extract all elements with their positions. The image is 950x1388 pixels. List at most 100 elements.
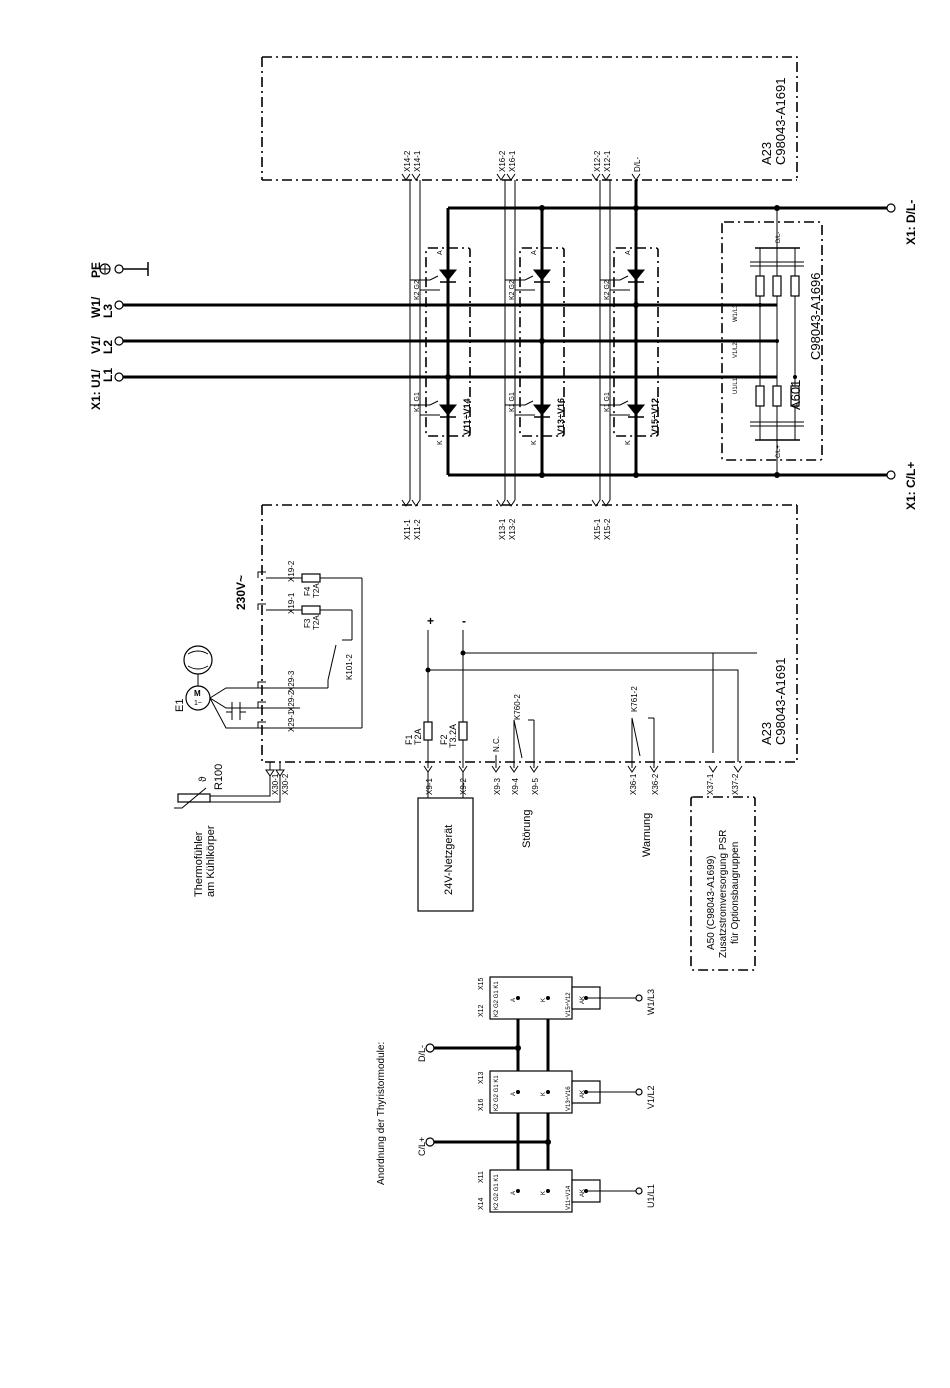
psr-caption-2: Zusatzstromversorgung PSR	[718, 830, 729, 958]
top-connectors: X14-2 X14-1 X16-2 X16-1 X12-2 X12-1 D/L-	[401, 150, 642, 181]
snubber-label-top: D/L-	[776, 232, 782, 243]
fault-nc: N.C.	[492, 736, 501, 752]
fan-motor: M	[194, 689, 201, 698]
thermo-caption: Thermofühler	[193, 831, 205, 897]
connector-label: X15-2	[603, 518, 612, 540]
arr-out: V1/L2	[646, 1085, 656, 1109]
cathode-label: K	[531, 440, 538, 445]
arr-pins: K2 G2 G1 K1	[494, 981, 500, 1017]
psr-option: X37-1 X37-2 A50 (C98043-A1699) Zusatzstr…	[690, 765, 756, 971]
dc-plus: +	[427, 614, 434, 628]
warning-relay: K761-2 X36-1 X36-2 Warnung	[627, 686, 660, 857]
warning-label: Warnung	[641, 813, 653, 857]
bottom-board-part: C98043-A1691	[773, 658, 788, 745]
terminal-labels: X1: D/L- X1: C/L+ PE W1/L3 V1/L2 X1: U1/…	[89, 200, 918, 510]
psr-caption-1: A50 (C98043-A1699)	[706, 855, 717, 950]
arr-out: W1/L3	[646, 989, 656, 1015]
fault-relay: N.C. K760-2 X9-3 X9-4 X9-5 Störung	[491, 694, 540, 848]
dc-minus: -	[462, 614, 466, 628]
module-label: V11÷V14	[462, 399, 472, 435]
conn-x37-1: X37-1	[706, 773, 715, 795]
cathode-label: K	[437, 440, 444, 445]
fuse-f2: F2	[439, 734, 449, 745]
connector-label: X12-2	[593, 150, 602, 172]
arr-conn-b: X11	[478, 1171, 485, 1183]
conn-x37-2: X37-2	[731, 773, 740, 795]
supply-230v: 230V~ X19-2 X19-1 F4 T2A F3 T2A K101-2	[234, 560, 363, 729]
arr-pin-a: A	[511, 1092, 517, 1096]
conn-x36-2: X36-2	[651, 773, 660, 795]
thermo-caption-2: am Kühlkörper	[205, 825, 217, 897]
thyristor-v11-v14: V11÷V14 K2 G2 K1 G1 A K	[409, 180, 472, 500]
arr-conn-a: X16	[478, 1098, 485, 1111]
arr-pin-ak: AK	[580, 996, 586, 1004]
thermo-theta: ϑ	[198, 776, 209, 782]
anode-label: A	[625, 250, 632, 255]
conn-x9-5: X9-5	[531, 778, 540, 795]
connector-label: X14-2	[403, 150, 412, 172]
supply-label: 230V~	[234, 575, 248, 610]
arr-cl: C/L+	[417, 1137, 427, 1156]
bottom-board: A23 C98043-A1691 X11-1 X11-2 X13-1 X13-2…	[261, 499, 798, 763]
gate-label: K2 G2	[604, 280, 611, 300]
fuse-f1-rating: T2A	[413, 728, 423, 745]
connector-label: X16-2	[498, 150, 507, 172]
fuse-f4-rating: T2A	[312, 583, 321, 598]
connector-label: X11-2	[413, 519, 422, 540]
snubber-board: D/L- W1/L3 V1/L2 U1/L1 C/L+ A601 C98043-…	[721, 208, 823, 475]
thyristor-v13-v16: V13÷V16 K2 G2 K1 G1 A K	[504, 180, 566, 500]
thermo-ref: R100	[213, 764, 225, 790]
gate-label: K1 G1	[604, 392, 611, 412]
gate-label: K1 G1	[509, 392, 516, 412]
thyristor-v15-v12: V15÷V12 K2 G2 K1 G1 A K	[599, 180, 660, 500]
arr-module-name: V15÷V12	[566, 992, 572, 1017]
connector-label: X13-1	[498, 518, 507, 540]
arr-conn-a: X12	[478, 1004, 485, 1017]
conn-x30-2: X30-2	[281, 773, 290, 795]
snubber-board-ref: A601	[788, 380, 803, 410]
arr-out: U1/L1	[646, 1184, 656, 1208]
arr-module-name: V13÷V16	[566, 1086, 572, 1111]
arr-pin-k: K	[541, 1191, 547, 1195]
snubber-label-u: U1/L1	[733, 377, 739, 394]
arr-pin-ak: AK	[580, 1090, 586, 1098]
arr-conn-a: X14	[478, 1197, 485, 1210]
thyristor-modules: V11÷V14 K2 G2 K1 G1 A K V13÷V16 K2 G2 K1…	[409, 180, 660, 500]
module-label: V13÷V16	[556, 398, 566, 435]
conn-x29-2: X29-2	[287, 690, 296, 712]
pe-terminal	[99, 262, 149, 276]
snubber-label-w: W1/L3	[733, 304, 739, 322]
terminal-u1-sub: L1	[101, 368, 115, 382]
arr-module-v15-v12: X12 X15 K2 G2 G1 K1 A K V15÷V12 AK W1/L3	[478, 976, 656, 1020]
arr-pin-a: A	[511, 1191, 517, 1195]
gate-label: K1 G1	[414, 392, 421, 412]
top-board-ref: A23	[759, 142, 774, 165]
cathode-label: K	[625, 440, 632, 445]
conn-x9-1: X9-1	[425, 778, 434, 795]
top-board: A23 C98043-A1691	[261, 56, 798, 181]
connector-label: D/L-	[633, 157, 642, 172]
arr-module-v11-v14: X14 X11 K2 G2 G1 K1 A K V11÷V14 AK U1/L1	[478, 1169, 656, 1213]
arr-module-name: V11÷V14	[566, 1185, 572, 1210]
terminal-w1-sub: L3	[101, 304, 115, 318]
arr-pin-k: K	[541, 998, 547, 1002]
connector-label: X12-1	[603, 150, 612, 172]
arr-pins: K2 G2 G1 K1	[494, 1174, 500, 1210]
conn-x19-1: X19-1	[287, 592, 296, 614]
conn-x9-3: X9-3	[493, 778, 502, 795]
terminal-pe-label: PE	[89, 262, 103, 278]
arr-pins: K2 G2 G1 K1	[494, 1075, 500, 1111]
conn-x29-1: X29-1	[287, 710, 296, 732]
conn-x30-1: X30-1	[271, 773, 280, 795]
snubber-label-v: V1/L2	[733, 342, 739, 358]
arr-pin-k: K	[541, 1092, 547, 1096]
warning-relay-ref: K761-2	[630, 686, 639, 712]
connector-label: X15-1	[593, 518, 602, 540]
arr-pin-ak: AK	[580, 1189, 586, 1197]
fuse-f2-rating: T3.2A	[448, 724, 458, 748]
terminal-u1-label: X1: U1/	[89, 369, 103, 410]
conn-x36-1: X36-1	[629, 773, 638, 795]
terminal-w1-label: W1/	[89, 296, 103, 318]
conn-x29-3: X29-3	[287, 670, 296, 692]
conn-x9-4: X9-4	[511, 778, 520, 795]
